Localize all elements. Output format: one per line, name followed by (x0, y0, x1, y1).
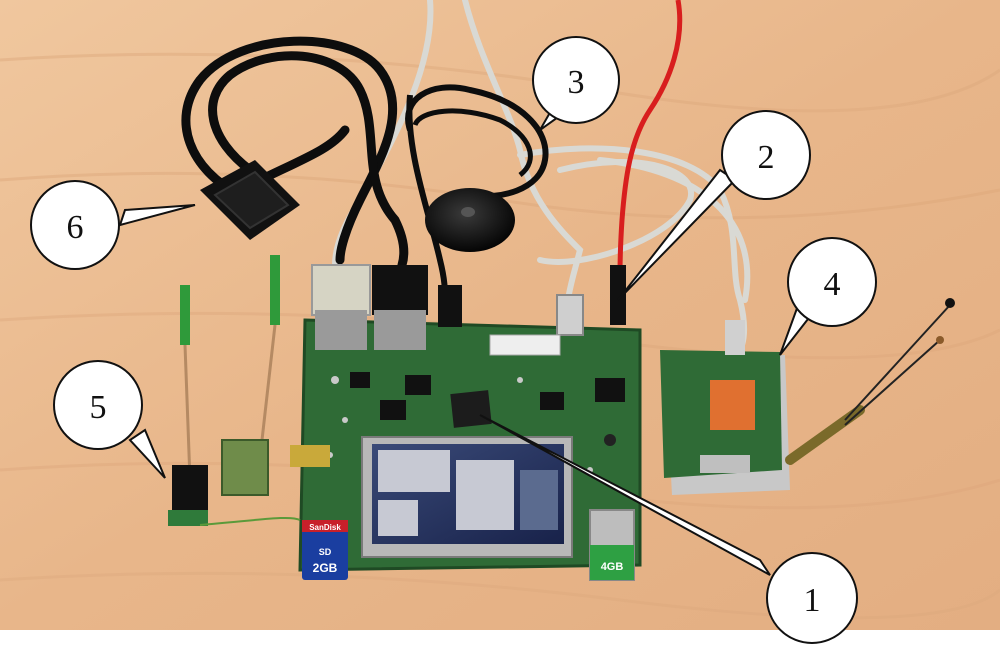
callout-label: 1 (804, 582, 821, 619)
callout-label: 3 (568, 64, 585, 101)
red-wire (617, 0, 683, 276)
callout-5: 5 (53, 360, 143, 450)
gsm-module (660, 320, 790, 495)
callout-6: 6 (30, 180, 120, 270)
callout-label: 2 (758, 139, 775, 176)
sd-brand: SanDisk (309, 523, 341, 532)
sd-card: SanDisk SD 2GB (302, 520, 348, 580)
sd-capacity: 2GB (313, 561, 338, 575)
lcd-screen (361, 436, 573, 558)
callout-label: 5 (90, 389, 107, 426)
cf-capacity: 4GB (601, 561, 624, 573)
callout-label: 6 (67, 209, 84, 246)
main-board: SanDisk SD 2GB 4GB (290, 264, 642, 581)
power-plug (610, 265, 626, 325)
sd-type: SD (319, 547, 332, 557)
cf-card: 4GB (589, 509, 635, 581)
antenna (785, 298, 955, 465)
zigbee-modules (168, 255, 301, 526)
callout-3: 3 (532, 36, 620, 124)
callout-2: 2 (721, 110, 811, 200)
obd-connector (200, 160, 300, 240)
callout-label: 4 (824, 266, 841, 303)
callout-4: 4 (787, 237, 877, 327)
callout-1: 1 (766, 552, 858, 644)
